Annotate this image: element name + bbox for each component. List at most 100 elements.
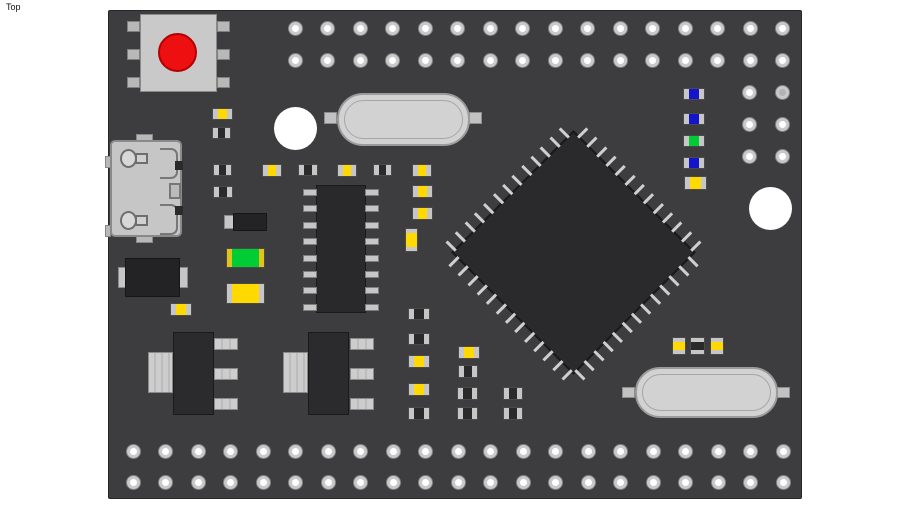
- through-hole-center: [779, 479, 787, 486]
- smd-terminal: [472, 408, 477, 419]
- through-hole-center: [227, 447, 234, 455]
- through-hole-center: [454, 24, 461, 32]
- smd-resistor-black: [408, 407, 430, 420]
- reset-button-leg: [217, 49, 230, 60]
- smd-capacitor-yellow: [170, 303, 192, 316]
- smd-terminal: [263, 165, 268, 176]
- smd-terminal: [409, 384, 414, 395]
- through-hole: [385, 53, 400, 68]
- reset-button-red-cap: [158, 33, 197, 72]
- smd-terminal: [299, 165, 304, 175]
- power-diode: [125, 258, 180, 297]
- through-hole: [450, 475, 466, 490]
- usb-mount-tab: [136, 134, 153, 141]
- smd-body: [268, 165, 276, 176]
- smd-body: [463, 408, 472, 419]
- through-hole: [710, 53, 725, 68]
- smd-terminal: [426, 165, 431, 176]
- soic-pin: [365, 205, 379, 213]
- soic-pin: [303, 254, 317, 262]
- soic-ic-chip: [303, 185, 379, 313]
- through-hole: [678, 475, 693, 490]
- through-hole: [288, 475, 303, 490]
- smd-body: [218, 109, 227, 119]
- regulator-tab: [148, 352, 173, 393]
- usb-shell-detail: [169, 183, 181, 199]
- through-hole-center: [129, 447, 137, 455]
- smd-capacitor-yellow: [412, 185, 433, 198]
- smd-terminal: [227, 187, 232, 197]
- through-hole-center: [714, 479, 722, 486]
- through-hole-center: [324, 447, 332, 455]
- through-hole: [515, 20, 530, 36]
- smd-body: [414, 309, 424, 319]
- through-hole-center: [291, 24, 299, 32]
- through-hole-center: [649, 447, 657, 455]
- through-hole-center: [194, 447, 202, 455]
- smd-resistor-black: [503, 407, 523, 420]
- through-hole: [450, 443, 466, 459]
- through-hole: [774, 85, 790, 100]
- smd-terminal: [459, 347, 464, 358]
- smd-terminal: [699, 158, 704, 168]
- soic-pin: [365, 221, 379, 229]
- smd-resistor-black: [457, 387, 478, 400]
- smd-terminal: [409, 334, 414, 344]
- through-hole: [255, 475, 271, 490]
- smd-terminal: [701, 177, 706, 189]
- smd-terminal: [691, 338, 704, 342]
- through-hole-center: [162, 479, 169, 486]
- smd-body: [418, 208, 427, 219]
- through-hole: [190, 443, 206, 459]
- smd-terminal: [276, 165, 281, 176]
- smd-terminal: [424, 334, 429, 344]
- through-hole: [710, 443, 726, 459]
- through-hole-center: [486, 24, 494, 32]
- through-hole: [288, 443, 303, 459]
- through-hole-center: [422, 447, 429, 455]
- usb-mount-tab: [105, 156, 111, 168]
- smd-body: [176, 304, 186, 315]
- smd-resistor-black: [408, 308, 430, 320]
- led-yellow: [684, 176, 707, 190]
- through-hole-center: [778, 89, 786, 96]
- through-hole-center: [747, 479, 754, 486]
- through-hole-center: [292, 447, 299, 455]
- smd-body: [406, 233, 417, 247]
- through-hole-center: [519, 447, 527, 455]
- through-hole: [580, 53, 595, 68]
- soic-pin: [365, 254, 379, 262]
- through-hole: [613, 475, 628, 490]
- regulator-pin: [350, 398, 374, 410]
- through-hole-center: [519, 479, 527, 486]
- through-hole: [418, 443, 433, 459]
- through-hole: [710, 20, 725, 36]
- through-hole: [775, 53, 790, 68]
- through-hole: [548, 475, 563, 490]
- smd-resistor-black: [213, 164, 232, 176]
- smd-terminal: [684, 114, 689, 124]
- through-hole: [515, 443, 531, 459]
- smd-terminal: [413, 165, 418, 176]
- through-hole-center: [292, 479, 299, 486]
- smd-terminal: [472, 366, 477, 377]
- through-hole-center: [324, 57, 331, 64]
- through-hole: [645, 20, 660, 36]
- through-hole-center: [259, 447, 267, 455]
- through-hole-center: [259, 479, 267, 486]
- through-hole-center: [356, 57, 364, 64]
- voltage-regulator-1: [173, 332, 214, 415]
- soic-pin: [303, 287, 317, 295]
- smd-body: [219, 165, 226, 175]
- regulator-pin: [350, 338, 374, 350]
- smd-terminal: [225, 128, 230, 138]
- smd-body: [509, 408, 517, 419]
- smd-terminal: [409, 309, 414, 319]
- smd-body: [418, 165, 426, 176]
- through-hole: [483, 443, 498, 459]
- smd-body: [689, 158, 699, 168]
- through-hole-center: [649, 24, 656, 32]
- smd-terminal: [413, 186, 418, 197]
- smd-body: [218, 128, 225, 138]
- smd-resistor-black: [457, 407, 478, 420]
